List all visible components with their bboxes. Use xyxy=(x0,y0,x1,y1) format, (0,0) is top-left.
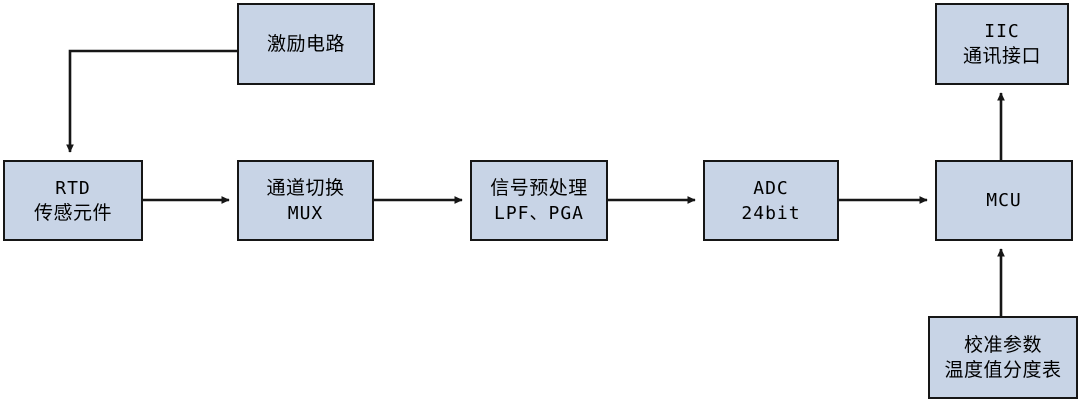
block-iic-communication-interface-line1: IIC xyxy=(984,21,1020,42)
block-mcu[interactable]: MCU xyxy=(935,160,1073,241)
block-channel-switch-mux[interactable]: 通道切换 MUX xyxy=(237,160,374,241)
block-excitation-circuit-line1: 激励电路 xyxy=(266,32,345,55)
block-calibration-parameters-line1: 校准参数 xyxy=(963,333,1042,356)
block-signal-preprocessing-line1: 信号预处理 xyxy=(490,176,588,199)
block-rtd-sensor-line2: 传感元件 xyxy=(33,201,112,224)
block-calibration-parameters[interactable]: 校准参数 温度值分度表 xyxy=(928,316,1078,399)
block-adc-line2: 24bit xyxy=(741,202,801,224)
block-iic-communication-interface-line2: 通讯接口 xyxy=(962,45,1041,67)
block-iic-communication-interface[interactable]: IIC 通讯接口 xyxy=(935,3,1069,85)
block-mcu-line1: MCU xyxy=(986,190,1022,211)
block-signal-preprocessing-line2: LPF、PGA xyxy=(493,202,585,224)
connector-excitation-to-rtd xyxy=(66,49,237,153)
block-signal-preprocessing[interactable]: 信号预处理 LPF、PGA xyxy=(470,160,608,241)
block-channel-switch-mux-line1: 通道切换 xyxy=(266,176,345,199)
block-adc[interactable]: ADC 24bit xyxy=(703,160,839,241)
block-channel-switch-mux-line2: MUX xyxy=(287,202,324,224)
block-adc-line1: ADC xyxy=(753,177,789,199)
block-calibration-parameters-line2: 温度值分度表 xyxy=(944,358,1062,381)
block-rtd-sensor[interactable]: RTD 传感元件 xyxy=(3,160,143,241)
block-excitation-circuit[interactable]: 激励电路 xyxy=(237,3,375,85)
block-rtd-sensor-line1: RTD xyxy=(55,177,91,199)
